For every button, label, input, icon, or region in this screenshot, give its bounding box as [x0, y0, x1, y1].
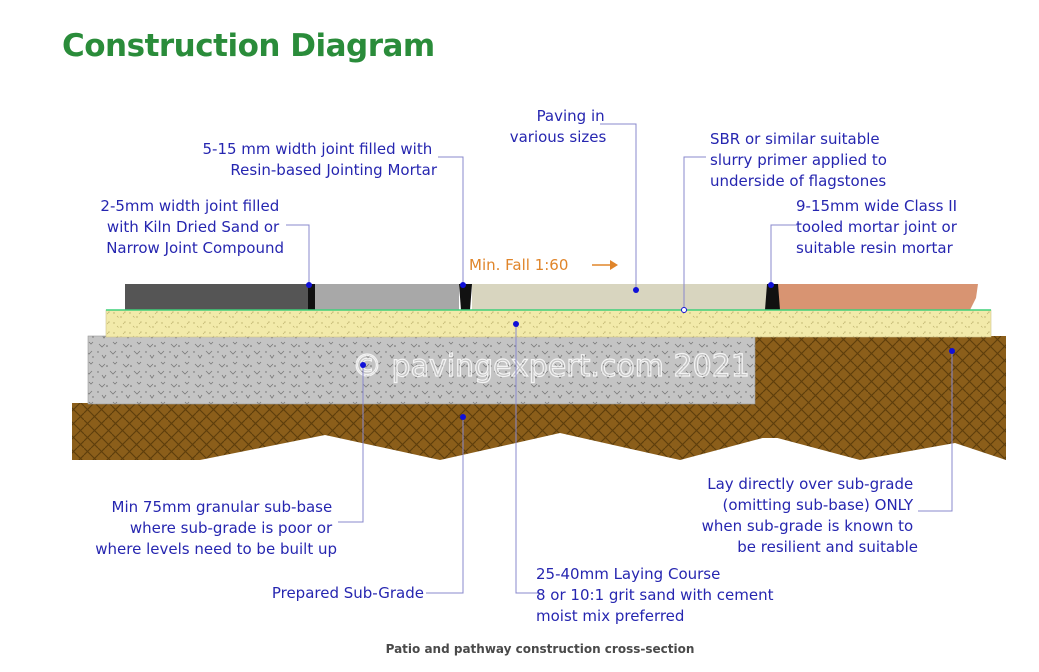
- label-laying-course: 25-40mm Laying Course 8 or 10:1 grit san…: [536, 565, 778, 625]
- construction-cross-section-diagram: © pavingexpert.com 2021 Min. Fall 1:60 P…: [72, 107, 1006, 625]
- leader-dot: [513, 321, 519, 327]
- label-resin-joint: 5-15 mm width joint filled with Resin-ba…: [203, 140, 438, 179]
- sub-base-layer: [87, 335, 756, 405]
- label-sub-grade: Prepared Sub-Grade: [272, 584, 424, 602]
- mortar-joint: [765, 284, 780, 310]
- figure-caption: Patio and pathway construction cross-sec…: [385, 642, 695, 656]
- leader-dot: [633, 287, 639, 293]
- label-paving: Paving in various sizes: [510, 107, 610, 146]
- fall-label: Min. Fall 1:60: [469, 256, 568, 274]
- subgrade-layer-left: [72, 403, 1006, 460]
- paver-terracotta: [778, 284, 978, 310]
- paver-dark: [125, 284, 308, 310]
- leader-dot: [768, 282, 774, 288]
- leader-dot: [306, 282, 312, 288]
- leader-dot: [460, 282, 466, 288]
- watermark-text: © pavingexpert.com 2021: [352, 349, 750, 384]
- label-sbr-primer: SBR or similar suitable slurry primer ap…: [710, 130, 892, 190]
- leader-dot: [460, 414, 466, 420]
- leader-dot: [681, 307, 687, 313]
- paver-mid: [315, 284, 459, 310]
- label-direct-lay: Lay directly over sub-grade (omitting su…: [702, 475, 918, 556]
- label-sand-joint: 2-5mm width joint filled with Kiln Dried…: [100, 197, 284, 257]
- sand-joint: [308, 284, 315, 310]
- leader-dot: [949, 348, 955, 354]
- paver-light: [472, 284, 767, 310]
- subgrade-layer-right: [755, 336, 1006, 438]
- leader-dot: [360, 362, 366, 368]
- resin-joint: [459, 284, 472, 310]
- laying-course-layer: [105, 309, 992, 338]
- page-title: Construction Diagram: [62, 28, 435, 64]
- label-mortar-joint: 9-15mm wide Class II tooled mortar joint…: [796, 197, 962, 257]
- label-sub-base: Min 75mm granular sub-base where sub-gra…: [95, 498, 337, 558]
- fall-arrow-icon: [592, 260, 618, 270]
